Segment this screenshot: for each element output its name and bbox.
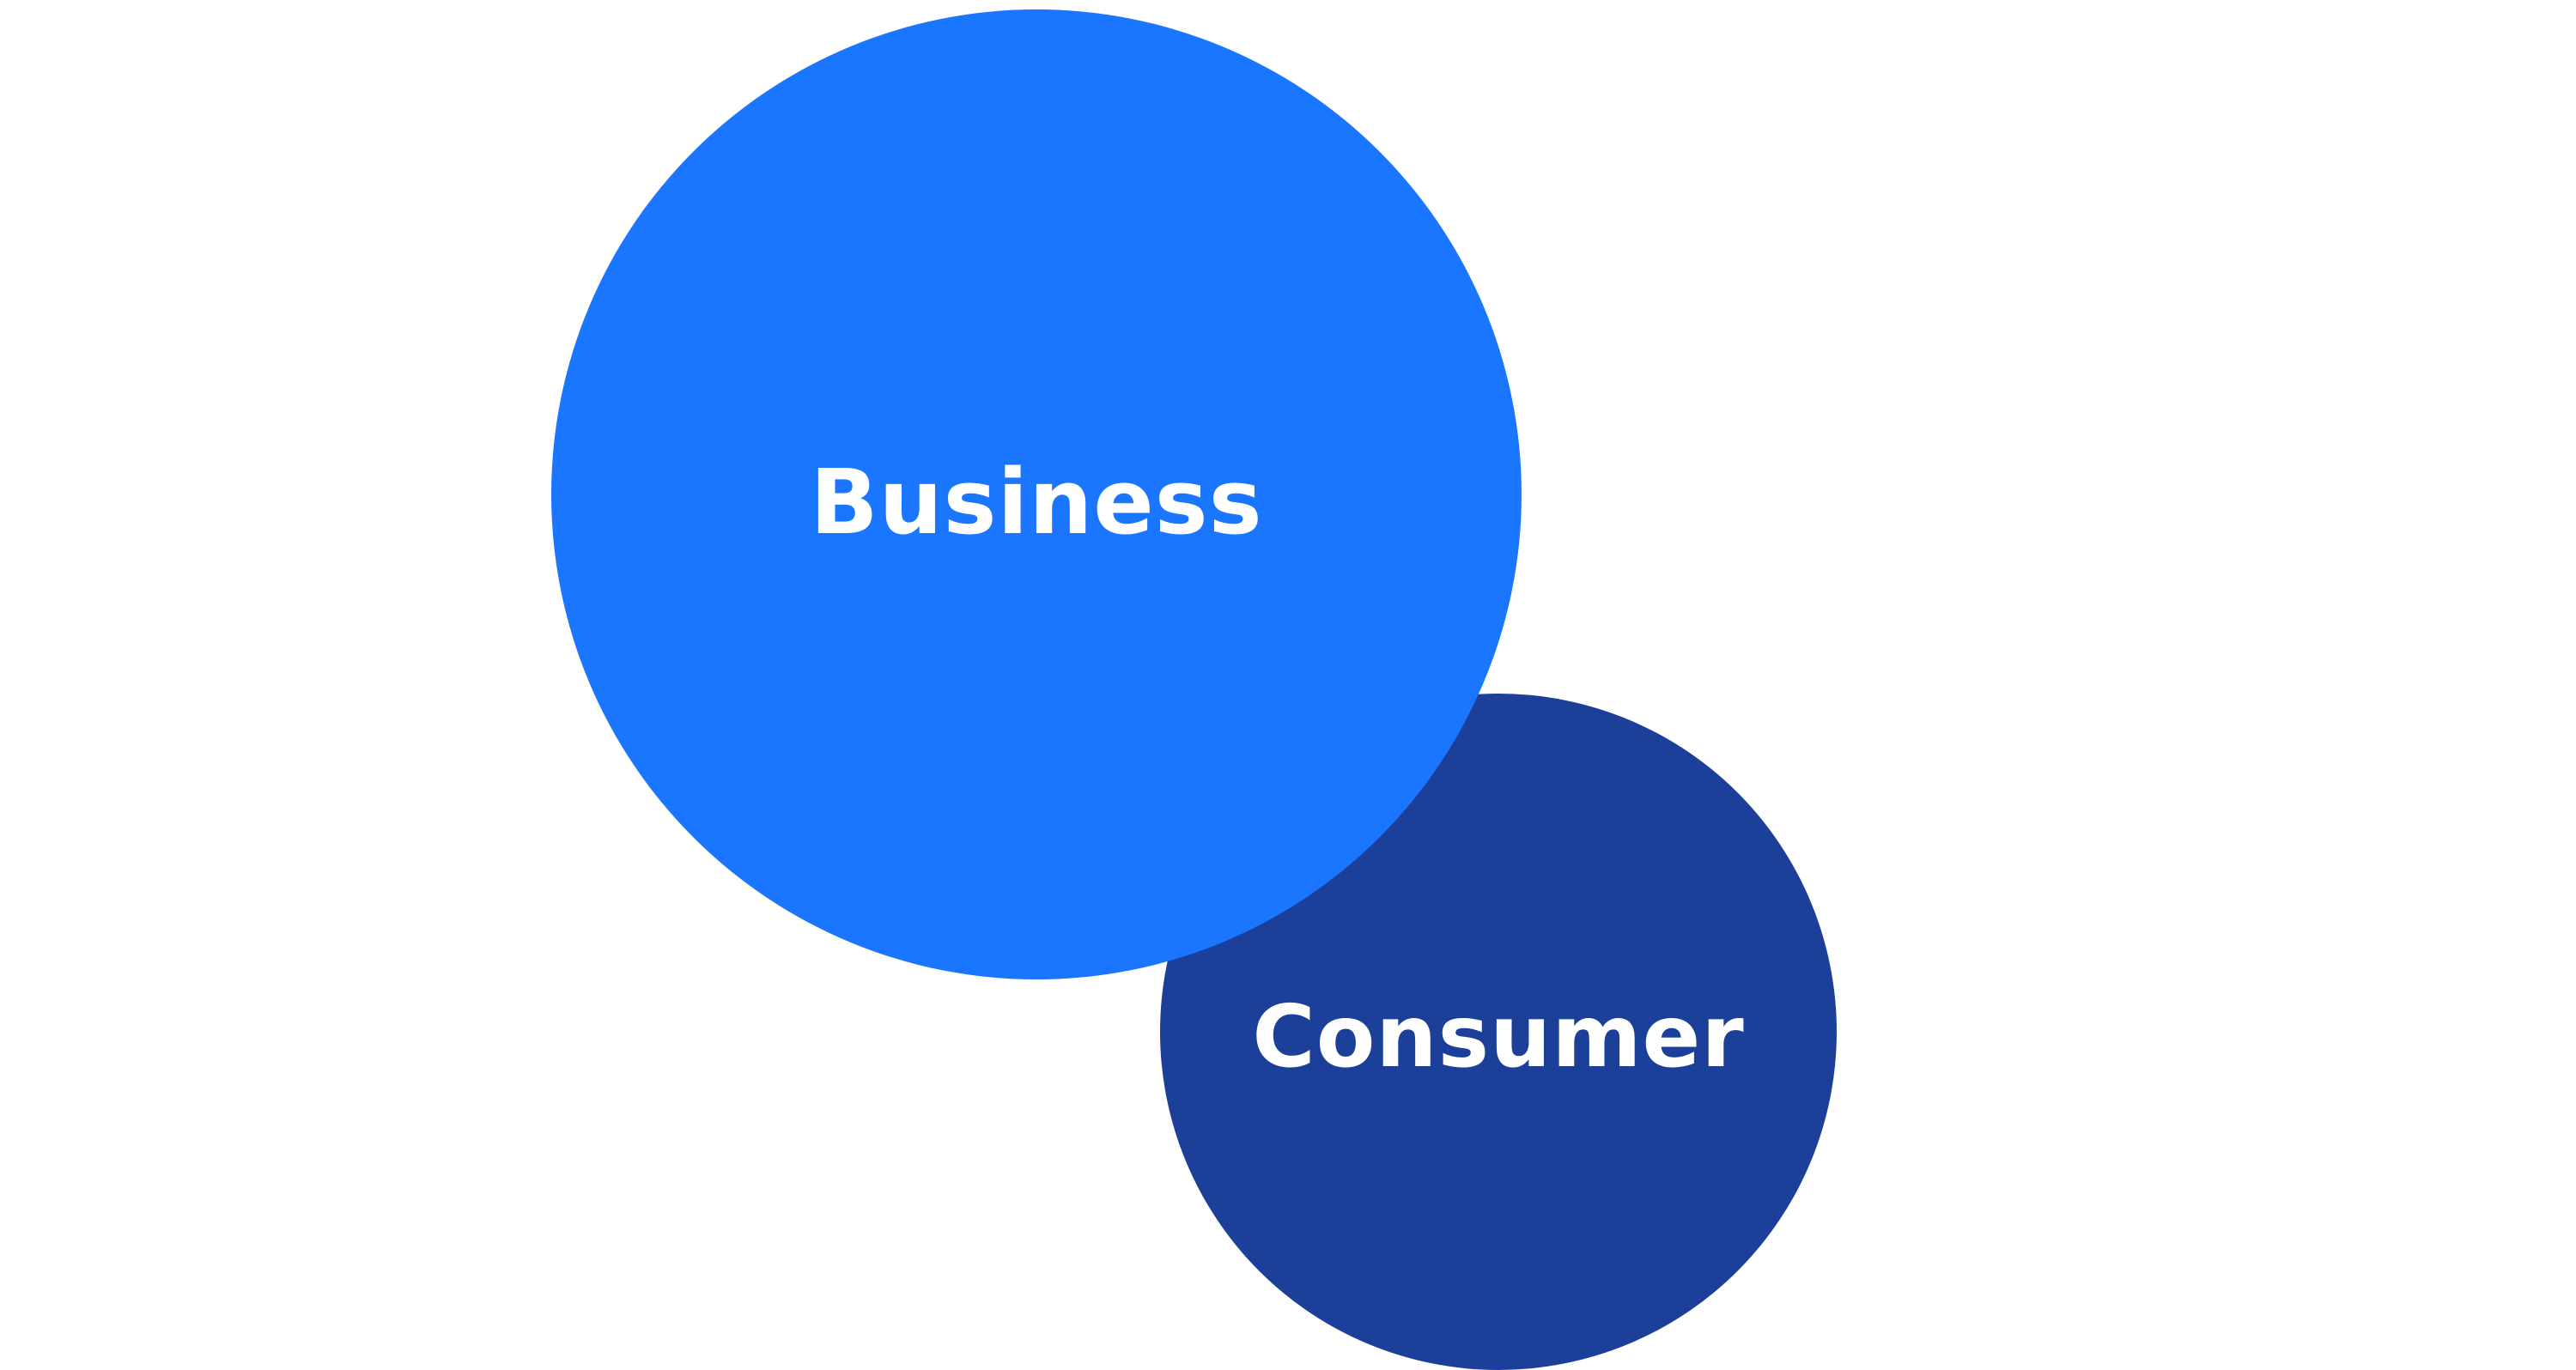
business-circle: Business (551, 9, 1522, 979)
consumer-label: Consumer (1252, 986, 1745, 1087)
business-label: Business (810, 450, 1263, 555)
